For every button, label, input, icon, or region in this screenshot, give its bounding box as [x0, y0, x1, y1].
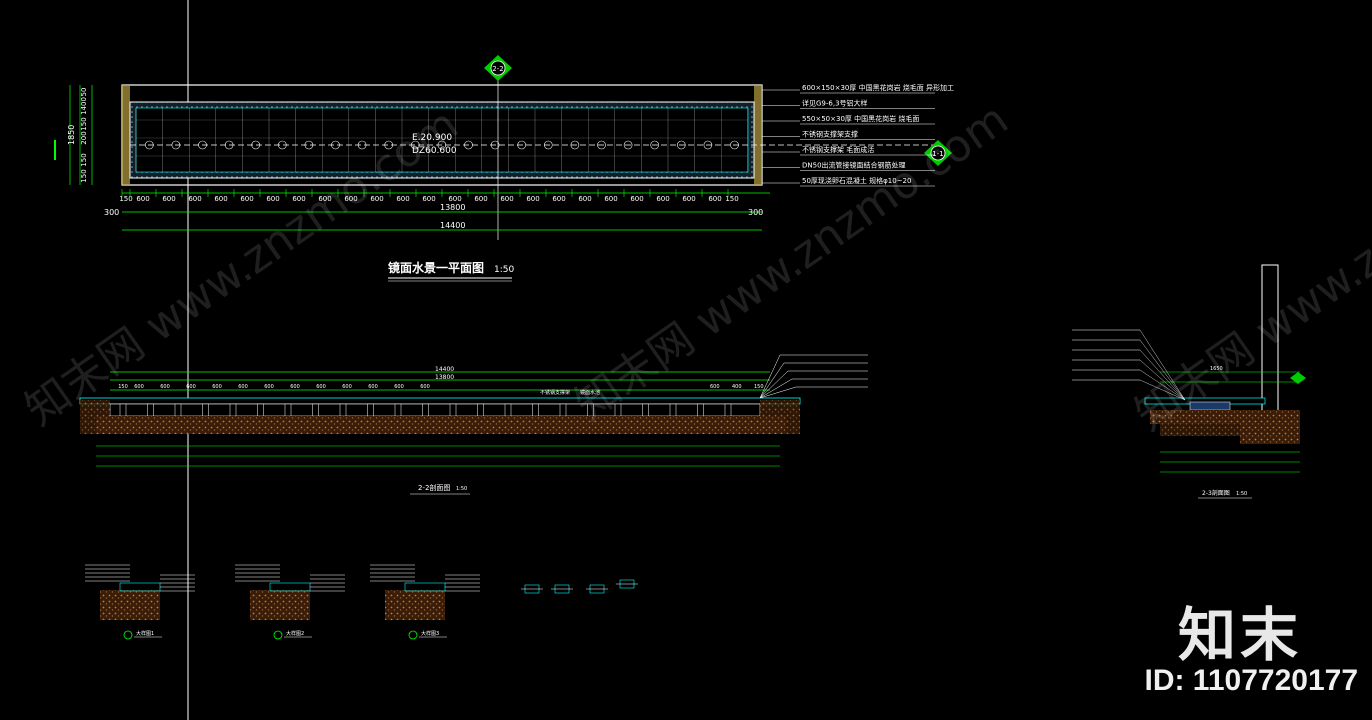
dim-label: 600: [292, 195, 305, 203]
plan-note: 不锈钢支撑架支撑: [802, 130, 858, 139]
plan-note: 600×150×30厚 中国黑花岗岩 烧毛面 异形加工: [802, 83, 954, 92]
fountain-nozzle-icon: [597, 140, 606, 150]
dim-label: 600: [422, 195, 435, 203]
section1-right-dim: 400: [732, 384, 742, 390]
dim-label: 600: [136, 195, 149, 203]
watermark-id: ID: 1107720177: [1144, 664, 1358, 697]
pool-coping-left: [122, 85, 130, 185]
elevation-label-2: DZ60.600: [412, 146, 457, 156]
section1-dim-label: 600: [316, 384, 326, 390]
plan-note: 详见G9-6,3号铝大样: [802, 99, 868, 108]
section1-dim-label: 150: [118, 384, 128, 390]
dim-label: 600: [630, 195, 643, 203]
left-total-dim: 1850: [67, 125, 76, 145]
detail-drawing: 大样图2: [235, 564, 345, 640]
section1-dim-label: 600: [290, 384, 300, 390]
section1-right-dim: 600: [710, 384, 720, 390]
fountain-nozzle-icon: [570, 140, 580, 150]
dim-label: 600: [370, 195, 383, 203]
section-view-1: 14400 13800 150 600 600 600 600 600 600 600 600 6…: [79, 354, 868, 495]
left-dim-label: 1400: [80, 97, 88, 115]
plan-note: 50厚现浇卵石混凝土 规格φ10~20: [802, 176, 911, 185]
dim-label: 600: [708, 195, 721, 203]
dim-label: 600: [526, 195, 539, 203]
dim-label: 600: [578, 195, 591, 203]
section1-dim-label: 600: [264, 384, 274, 390]
section2-title: 2-3剖面图: [1202, 489, 1230, 497]
dim-label: 150: [119, 195, 132, 203]
plan-note: 550×50×30厚 中国黑花岗岩 烧毛面: [802, 114, 919, 123]
section1-dim-label: 600: [342, 384, 352, 390]
dim-label: 600: [266, 195, 279, 203]
detail-drawing: 大样图1: [85, 564, 195, 640]
dim-label: 600: [344, 195, 357, 203]
dim-label: 150: [725, 195, 738, 203]
dim-label: 600: [396, 195, 409, 203]
plan-title: 镜面水景一平面图: [388, 260, 484, 275]
section1-dim-label: 600: [238, 384, 248, 390]
detail-drawing: 大样图3: [370, 564, 480, 640]
section1-dim-label: 600: [420, 384, 430, 390]
left-dim-label: 200: [80, 131, 88, 144]
detail-drawings: 大样图1 大样图2 大样图3: [85, 564, 638, 640]
left-dim-label: 50: [80, 88, 88, 97]
section1-label-b: 镜面水池: [580, 389, 600, 396]
dim-label: 600: [604, 195, 617, 203]
left-dim-label: 150: [80, 169, 88, 182]
dim-label: 600: [656, 195, 669, 203]
dim-label: 600: [188, 195, 201, 203]
dim-label: 600: [474, 195, 487, 203]
plan-note: DN50出流管接镜面结合钢筋处理: [802, 161, 906, 170]
section1-dim-label: 600: [134, 384, 144, 390]
detail-label: 大样图2: [286, 630, 304, 637]
section1-scale: 1:50: [456, 486, 467, 492]
section1-dim-label: 600: [186, 384, 196, 390]
detail-label: 大样图3: [421, 630, 439, 637]
dim-14400: 14400: [440, 221, 465, 230]
axis-mark-label: 2-2: [492, 65, 503, 73]
dim-label: 600: [240, 195, 253, 203]
dim-label: 600: [682, 195, 695, 203]
plan-note: 不锈钢支撑架 毛面成活: [802, 145, 874, 154]
dim-label: 600: [318, 195, 331, 203]
section1-right-dim: 150: [754, 384, 764, 390]
section1-dim-14400: 14400: [435, 366, 454, 373]
fountain-nozzle-icon: [623, 140, 633, 150]
fountain-nozzle-icon: [676, 140, 686, 150]
dim-label: 600: [552, 195, 565, 203]
watermark-brand: 知末: [1177, 601, 1302, 669]
elevation-label: E.20.900: [412, 133, 452, 143]
left-dim-label: 150: [80, 153, 88, 166]
section1-dim-label: 600: [368, 384, 378, 390]
section1-dim-13800: 13800: [435, 374, 454, 381]
dim-300-right: 300: [748, 208, 763, 217]
section1-dim-label: 600: [212, 384, 222, 390]
section1-dim-label: 600: [394, 384, 404, 390]
section-mark-label: 1-1: [932, 150, 943, 158]
section1-label-a: 不锈钢支撑架: [540, 389, 570, 396]
left-dim-label: 150: [80, 117, 88, 130]
dim-label: 600: [162, 195, 175, 203]
detail-label: 大样图1: [136, 630, 154, 637]
dim-label: 600: [500, 195, 513, 203]
dim-label: 600: [214, 195, 227, 203]
section2-top-dim: 1650: [1210, 366, 1223, 372]
dim-label: 600: [448, 195, 461, 203]
plan-scale: 1:50: [494, 265, 514, 275]
section1-title: 2-2剖面图: [418, 483, 450, 492]
section1-dim-label: 600: [160, 384, 170, 390]
dim-13800: 13800: [440, 203, 465, 212]
dim-300-left: 300: [104, 208, 119, 217]
pool-coping-right: [754, 85, 762, 185]
section2-scale: 1:50: [1236, 491, 1247, 497]
fountain-nozzle-icon: [650, 140, 660, 150]
section-view-2: 1650 2-3剖面图 1:50: [1072, 264, 1306, 499]
